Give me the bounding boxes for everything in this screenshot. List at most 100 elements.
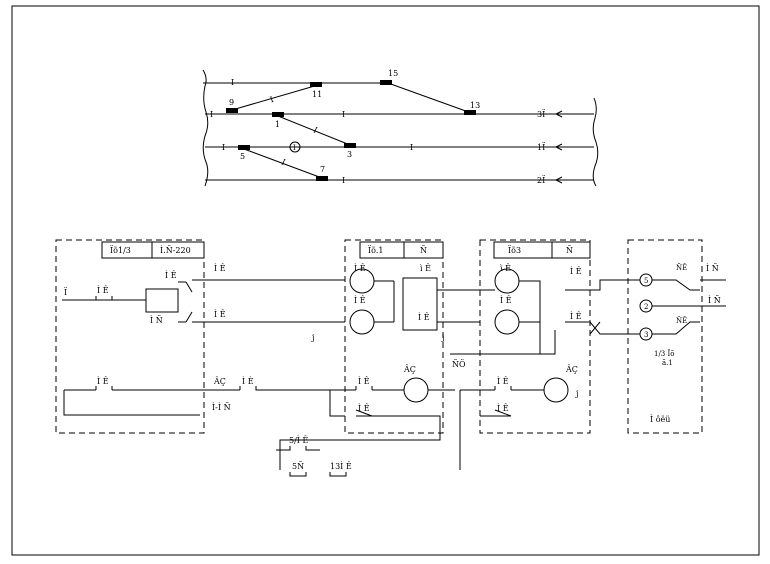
relay-block-1: [145, 288, 179, 313]
box3-right-top-label: Ì Ê: [570, 267, 582, 276]
section-mark-6: I: [410, 143, 413, 152]
box-3: [479, 239, 591, 434]
box-4: [627, 239, 703, 434]
track-label-2: 2Ï: [537, 176, 545, 185]
track-label-1: 1Ï: [537, 143, 545, 152]
box2-inner: [402, 277, 438, 331]
lamp-3c: [543, 377, 569, 403]
switch-1-label: 1: [275, 120, 280, 129]
section-mark-3: I: [342, 110, 345, 119]
box4-circle-2-label: 2: [644, 303, 648, 311]
ie13-label: 13Ì Ê: [330, 462, 352, 471]
diag-mark-3: I: [280, 158, 287, 167]
switch-13-block: [464, 110, 476, 115]
section-mark-4: I: [222, 143, 225, 152]
box-2: [344, 239, 444, 434]
diag-mark-1: I: [269, 95, 275, 105]
bottom-contact-label: 5/Ì Ê: [289, 436, 308, 445]
lamp-2c-label: ÂÇ: [403, 365, 416, 374]
switch-5-block: [238, 145, 250, 150]
box3-right-bottom-label: Ì Ê: [570, 312, 582, 321]
switch-11-block: [310, 82, 322, 87]
input-label: Ï: [64, 288, 67, 297]
aq-label: ÂÇ: [213, 377, 226, 386]
right-break-line: [592, 97, 599, 187]
switch-5-label: 5: [240, 152, 245, 161]
box1-lower-contact-label: Ì Ê: [97, 377, 109, 386]
box-2-header-right: [403, 241, 444, 259]
ne-bottom-label: ÑÊ: [676, 316, 687, 325]
lamp-2b: [349, 309, 375, 335]
j-label-1: j: [311, 333, 314, 342]
crossover-15-13: [387, 82, 475, 115]
contact-box1: [95, 296, 146, 301]
ir-mid-label: Ì Ñ: [708, 296, 721, 305]
lamp-2a-label: Ì Ê: [354, 264, 366, 273]
box-1: [55, 239, 205, 434]
crossover-9-11: [231, 84, 319, 111]
box-3-header-left: [493, 241, 553, 259]
ir-top-label: Ì Ñ: [706, 264, 719, 273]
crossover-1-3: [277, 115, 351, 146]
frac-label: 1/3 Ïõ: [654, 349, 674, 358]
lamp-2b-label: Ì Ê: [354, 296, 366, 305]
drawing-frame: [11, 5, 760, 556]
relay-top-label: Ì Ê: [165, 271, 177, 280]
lamp-3b-label: Ì Ê: [500, 296, 512, 305]
box4-circle-5-label: 5: [644, 277, 648, 285]
box4-circle-3-label: 3: [644, 331, 648, 339]
box-3-header-right: [551, 241, 591, 259]
box1-lower-loop: [63, 389, 240, 416]
section-mark-2: I: [210, 110, 213, 119]
switch-13-label: 13: [470, 101, 480, 110]
switch-7-label: 7: [320, 165, 325, 174]
j-label-2: j: [441, 333, 444, 342]
lamp-3c-label: ÂÇ: [565, 365, 578, 374]
no-label: ÑÖ: [452, 360, 466, 369]
lamp-3a-label: ì Ê: [499, 264, 511, 273]
diag-mark-2: I: [312, 126, 319, 135]
switch-15-block: [380, 80, 392, 85]
box-1-header-left-text: Ïõ1/3: [110, 246, 131, 255]
lamp-2c: [403, 377, 429, 403]
wire-bottom-label: Ì Ê: [214, 310, 226, 319]
ie-b-label: Ì È: [242, 377, 254, 386]
switch-9-label: 9: [229, 98, 234, 107]
box-1-header-right: [151, 241, 205, 259]
track-label-3: 3Ï: [537, 110, 545, 119]
circle-mark: [289, 141, 301, 153]
ne-top-label: ÑÊ: [676, 263, 687, 272]
circuit: Ïõ1/3 Ì.Ñ-220 Ïõ.1 Ñ Ïõ3 Ñ Ì ôëü Ï Ì Ê Ì…: [55, 239, 726, 477]
left-break-line: [202, 69, 209, 187]
switch-1-block: [272, 112, 284, 117]
track-plan: 15 13 9 11 1 3 5 7 I I I I I I I I I I 3…: [202, 69, 599, 187]
frac2-label: ã.1: [662, 359, 673, 367]
box-4-footer-text: Ì ôëü: [650, 415, 670, 424]
switch-11-label: 11: [312, 90, 322, 99]
section-mark-1: I: [231, 78, 234, 87]
lamp-3b: [494, 309, 520, 335]
wire-top-label: Ì Ê: [214, 264, 226, 273]
box3-lower-contact-label: Ì Ê: [497, 377, 509, 386]
lamp-3c-i: j: [575, 389, 578, 398]
switch-3-label: 3: [347, 150, 352, 159]
box2-inner-bottom-label: Ì Ê: [418, 313, 430, 322]
box-3-header-left-text: Ïõ3: [508, 246, 521, 255]
iin-label: Ì-Ì Ñ: [212, 403, 231, 412]
circle-mark-label: I: [293, 144, 296, 152]
box-1-header-right-text: Ì.Ñ-220: [160, 246, 191, 255]
box-2-header-left-text: Ïõ.1: [368, 246, 383, 255]
box-2-header-right-text: Ñ: [420, 246, 427, 255]
box-3-header-right-text: Ñ: [566, 246, 573, 255]
box2-lower-contact2-label: Ì Ê: [358, 404, 370, 413]
relay-bottom-label: Ì Ñ: [150, 316, 163, 325]
crossover-5-7: [243, 148, 323, 179]
section-mark-5: I: [342, 176, 345, 185]
contact-box1-label: Ì Ê: [97, 286, 109, 295]
box2-inner-top-label: ì Ê: [419, 264, 431, 273]
switch-9-block: [226, 108, 238, 113]
switch-3-block: [344, 143, 356, 148]
track-arrows: [554, 110, 590, 184]
sn-label: 5Ñ: [292, 462, 304, 471]
